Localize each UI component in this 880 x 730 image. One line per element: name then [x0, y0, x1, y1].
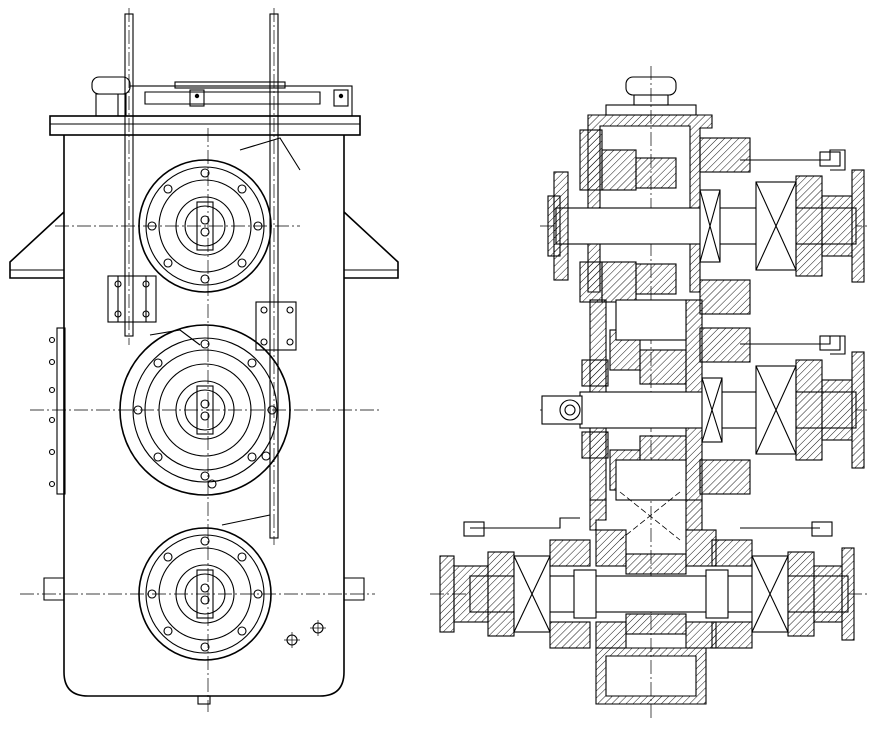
- top-flange: [49, 115, 361, 136]
- shaft-top: [540, 137, 870, 315]
- shaft-middle: [540, 327, 870, 495]
- front-view: [9, 8, 399, 712]
- housing-outline: [63, 135, 345, 697]
- top-cover: [117, 85, 353, 117]
- bearing-cover-top: [138, 159, 272, 293]
- right-mounting-lug: [343, 211, 399, 279]
- left-mounting-lug: [9, 211, 65, 279]
- section-view: [430, 66, 870, 720]
- shaft-bottom: [430, 517, 870, 649]
- mid-bracket-right: [255, 301, 297, 351]
- side-inspection-plate: [48, 327, 66, 495]
- bearing-cover-bottom: [138, 527, 272, 661]
- breather-cap: [91, 76, 131, 117]
- bottom-sump: [595, 647, 707, 705]
- mid-bracket-left: [107, 275, 157, 323]
- vertical-rods: [124, 8, 349, 545]
- bearing-cover-middle: [119, 324, 291, 496]
